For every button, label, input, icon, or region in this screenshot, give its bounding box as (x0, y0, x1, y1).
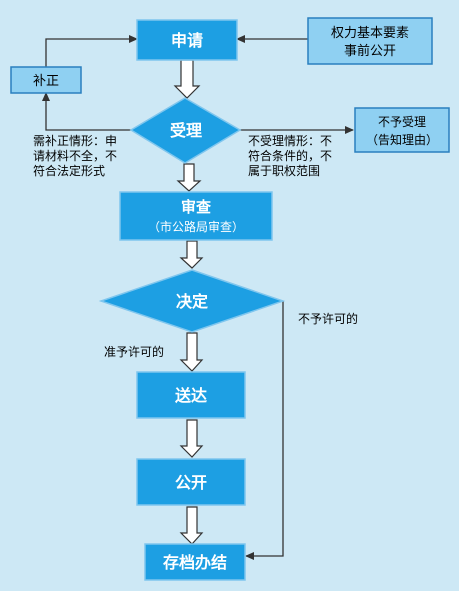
connector-supplement-to-apply (45, 35, 138, 67)
reject-accept-line-2: （告知理由） (366, 133, 438, 147)
block-arrow-apply-to-accept (173, 59, 201, 99)
node-apply-label: 申请 (171, 31, 203, 50)
node-supplement: 补正 (10, 66, 82, 94)
power-public-line-1: 权力基本要素 (331, 25, 409, 41)
supplement-cond-line-1: 需补正情形：申 (33, 134, 117, 148)
reject-cond-line-1: 不受理情形：不 (248, 134, 332, 148)
node-apply: 申请 (136, 19, 238, 61)
node-deliver-label: 送达 (174, 386, 207, 405)
node-archive-label: 存档办结 (163, 553, 227, 572)
block-arrow-deliver-to-publish (179, 419, 204, 458)
connector-accept-to-supplement (42, 92, 131, 131)
connectors (42, 35, 354, 560)
node-power-public: 权力基本要素 事前公开 (307, 17, 433, 65)
block-arrow-publish-to-archive (179, 506, 204, 545)
node-supplement-label: 补正 (33, 74, 59, 89)
supplement-cond-line-2: 请材料不全，不 (33, 148, 117, 163)
power-public-line-2: 事前公开 (344, 43, 396, 59)
block-arrow-accept-to-review (176, 163, 202, 192)
node-archive: 存档办结 (144, 543, 246, 581)
node-publish-label: 公开 (175, 473, 207, 492)
node-deliver: 送达 (136, 371, 246, 419)
note-supplement-condition: 需补正情形：申 请材料不全，不 符合法定形式 (33, 134, 117, 178)
note-approve: 准予许可的 (104, 344, 164, 359)
node-accept-label: 受理 (170, 121, 202, 140)
node-decide: 决定 (98, 269, 286, 333)
node-decide-label: 决定 (176, 292, 208, 311)
node-accept: 受理 (129, 97, 242, 164)
reject-cond-line-2: 符合条件的，不 (248, 148, 332, 163)
node-review-label: 审查 (181, 198, 212, 216)
connector-decide-to-archive (245, 301, 284, 560)
node-review-sub: （市公路局审查） (148, 219, 244, 234)
supplement-cond-line-3: 符合法定形式 (33, 163, 105, 178)
node-publish: 公开 (136, 458, 246, 506)
block-arrow-decide-to-deliver (179, 332, 204, 372)
flow-arrows (173, 59, 204, 545)
note-deny: 不予许可的 (298, 311, 358, 326)
node-reject-accept: 不予受理 （告知理由） (354, 107, 450, 153)
block-arrow-review-to-decide (179, 240, 204, 269)
node-review: 审查 （市公路局审查） (119, 191, 273, 241)
note-reject-condition: 不受理情形：不 符合条件的，不 属于职权范围 (248, 134, 332, 178)
reject-accept-line-1: 不予受理 (378, 115, 426, 129)
reject-cond-line-3: 属于职权范围 (248, 164, 320, 178)
